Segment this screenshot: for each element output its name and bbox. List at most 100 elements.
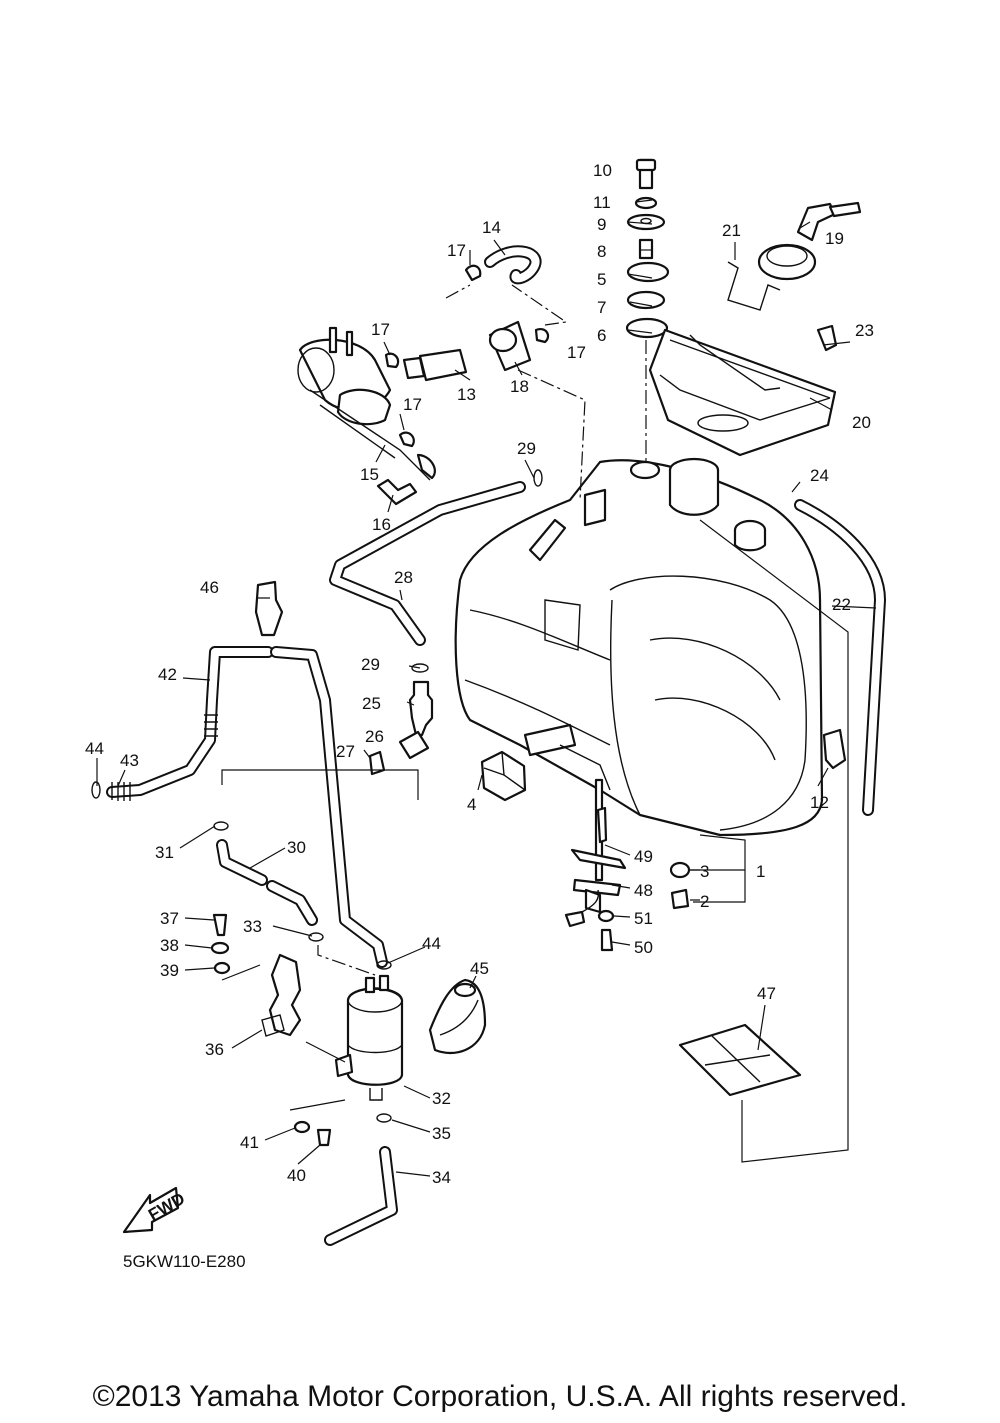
- filler-tray-20: [648, 328, 837, 457]
- callout-8: 8: [597, 242, 606, 261]
- hose-34: [324, 1146, 398, 1246]
- callout-4: 4: [467, 795, 476, 814]
- clamp-35: [376, 1113, 392, 1123]
- callout-18: 18: [510, 377, 529, 396]
- diagram-code: 5GKW110-E280: [123, 1252, 246, 1271]
- fuel-hose-main: [270, 646, 388, 968]
- fuel-tank: [454, 457, 824, 837]
- callout-14: 14: [482, 218, 501, 237]
- screw-50: [600, 928, 614, 952]
- callout-labels: 1 2 3 4 5 6 7 8 9 10 11 12 13 14 15 16 1…: [85, 161, 874, 1187]
- callout-27: 27: [336, 742, 355, 761]
- mount-hardware-stack: [625, 158, 670, 462]
- callout-41: 41: [240, 1133, 259, 1152]
- callout-23: 23: [855, 321, 874, 340]
- fuel-filter-13: [402, 348, 468, 382]
- callout-7: 7: [597, 298, 606, 317]
- nut-39: [213, 961, 231, 975]
- fuel-hose-42-43: [91, 646, 274, 801]
- callout-32: 32: [432, 1089, 451, 1108]
- vent-hose-28: [329, 481, 526, 646]
- damper-4: [480, 750, 527, 802]
- fuel-cap-19: [757, 201, 862, 281]
- callout-17d: 17: [567, 343, 586, 362]
- bracket-21: [727, 261, 781, 311]
- callout-43: 43: [120, 751, 139, 770]
- callout-45: 45: [470, 959, 489, 978]
- callout-6: 6: [597, 326, 606, 345]
- callout-44a: 44: [85, 739, 104, 758]
- bolt-2: [670, 888, 690, 910]
- callout-51: 51: [634, 909, 653, 928]
- callout-21: 21: [722, 221, 741, 240]
- callout-49: 49: [634, 847, 653, 866]
- callout-13: 13: [457, 385, 476, 404]
- callout-20: 20: [852, 413, 871, 432]
- washer-38: [210, 941, 230, 955]
- callout-35: 35: [432, 1124, 451, 1143]
- callout-46: 46: [200, 578, 219, 597]
- callout-3: 3: [700, 862, 709, 881]
- callout-34: 34: [432, 1168, 451, 1187]
- callout-50: 50: [634, 938, 653, 957]
- fuel-pump-filter-32: [334, 974, 404, 1101]
- callout-17c: 17: [403, 395, 422, 414]
- callout-31: 31: [155, 843, 174, 862]
- callout-36: 36: [205, 1040, 224, 1059]
- hose-14: [484, 245, 542, 285]
- callout-10: 10: [593, 161, 612, 180]
- bolt-40: [316, 1128, 332, 1147]
- washer-51: [597, 909, 615, 923]
- callout-38: 38: [160, 936, 179, 955]
- clamp-44-lower: [376, 960, 392, 970]
- bracket-16: [376, 478, 418, 506]
- breather-hose-22: [794, 499, 886, 816]
- callout-29a: 29: [517, 439, 536, 458]
- callout-33: 33: [243, 917, 262, 936]
- callout-16: 16: [372, 515, 391, 534]
- callout-15: 15: [360, 465, 379, 484]
- callout-42: 42: [158, 665, 177, 684]
- callout-24: 24: [810, 466, 829, 485]
- callout-47: 47: [757, 984, 776, 1003]
- fwd-arrow-icon: FWD: [122, 1186, 188, 1234]
- callout-17a: 17: [447, 241, 466, 260]
- callout-19: 19: [825, 229, 844, 248]
- clip-12: [822, 728, 847, 770]
- clamps-17: [384, 264, 550, 448]
- callout-1: 1: [756, 862, 765, 881]
- leader-lines: [96, 169, 877, 1177]
- clip-23: [816, 324, 838, 352]
- callout-48: 48: [634, 881, 653, 900]
- bracket-36: [261, 953, 302, 1037]
- callout-40: 40: [287, 1166, 306, 1185]
- callout-44b: 44: [422, 934, 441, 953]
- holder-46: [254, 580, 284, 637]
- clamp-33: [308, 932, 324, 942]
- callout-26: 26: [365, 727, 384, 746]
- washer-41: [293, 1120, 311, 1134]
- callout-25: 25: [362, 694, 381, 713]
- callout-11: 11: [593, 193, 611, 212]
- bolt-37: [212, 913, 228, 937]
- canister-15: [297, 326, 436, 481]
- callout-17b: 17: [371, 320, 390, 339]
- label-47: [678, 1023, 802, 1097]
- callout-22: 22: [832, 595, 851, 614]
- callout-28: 28: [394, 568, 413, 587]
- cover-45: [428, 978, 487, 1055]
- petcock-48-49: [564, 778, 627, 928]
- callout-5: 5: [597, 270, 606, 289]
- grommet-3: [669, 861, 691, 879]
- callout-12: 12: [810, 793, 829, 812]
- callout-29b: 29: [361, 655, 380, 674]
- valve-18: [488, 320, 532, 372]
- callout-9: 9: [597, 215, 606, 234]
- hose-30: [216, 839, 318, 926]
- copyright-notice: ©2013 Yamaha Motor Corporation, U.S.A. A…: [92, 1380, 908, 1413]
- callout-2: 2: [700, 892, 709, 911]
- clamp-31: [213, 821, 229, 831]
- callout-39: 39: [160, 961, 179, 980]
- callout-37: 37: [160, 909, 179, 928]
